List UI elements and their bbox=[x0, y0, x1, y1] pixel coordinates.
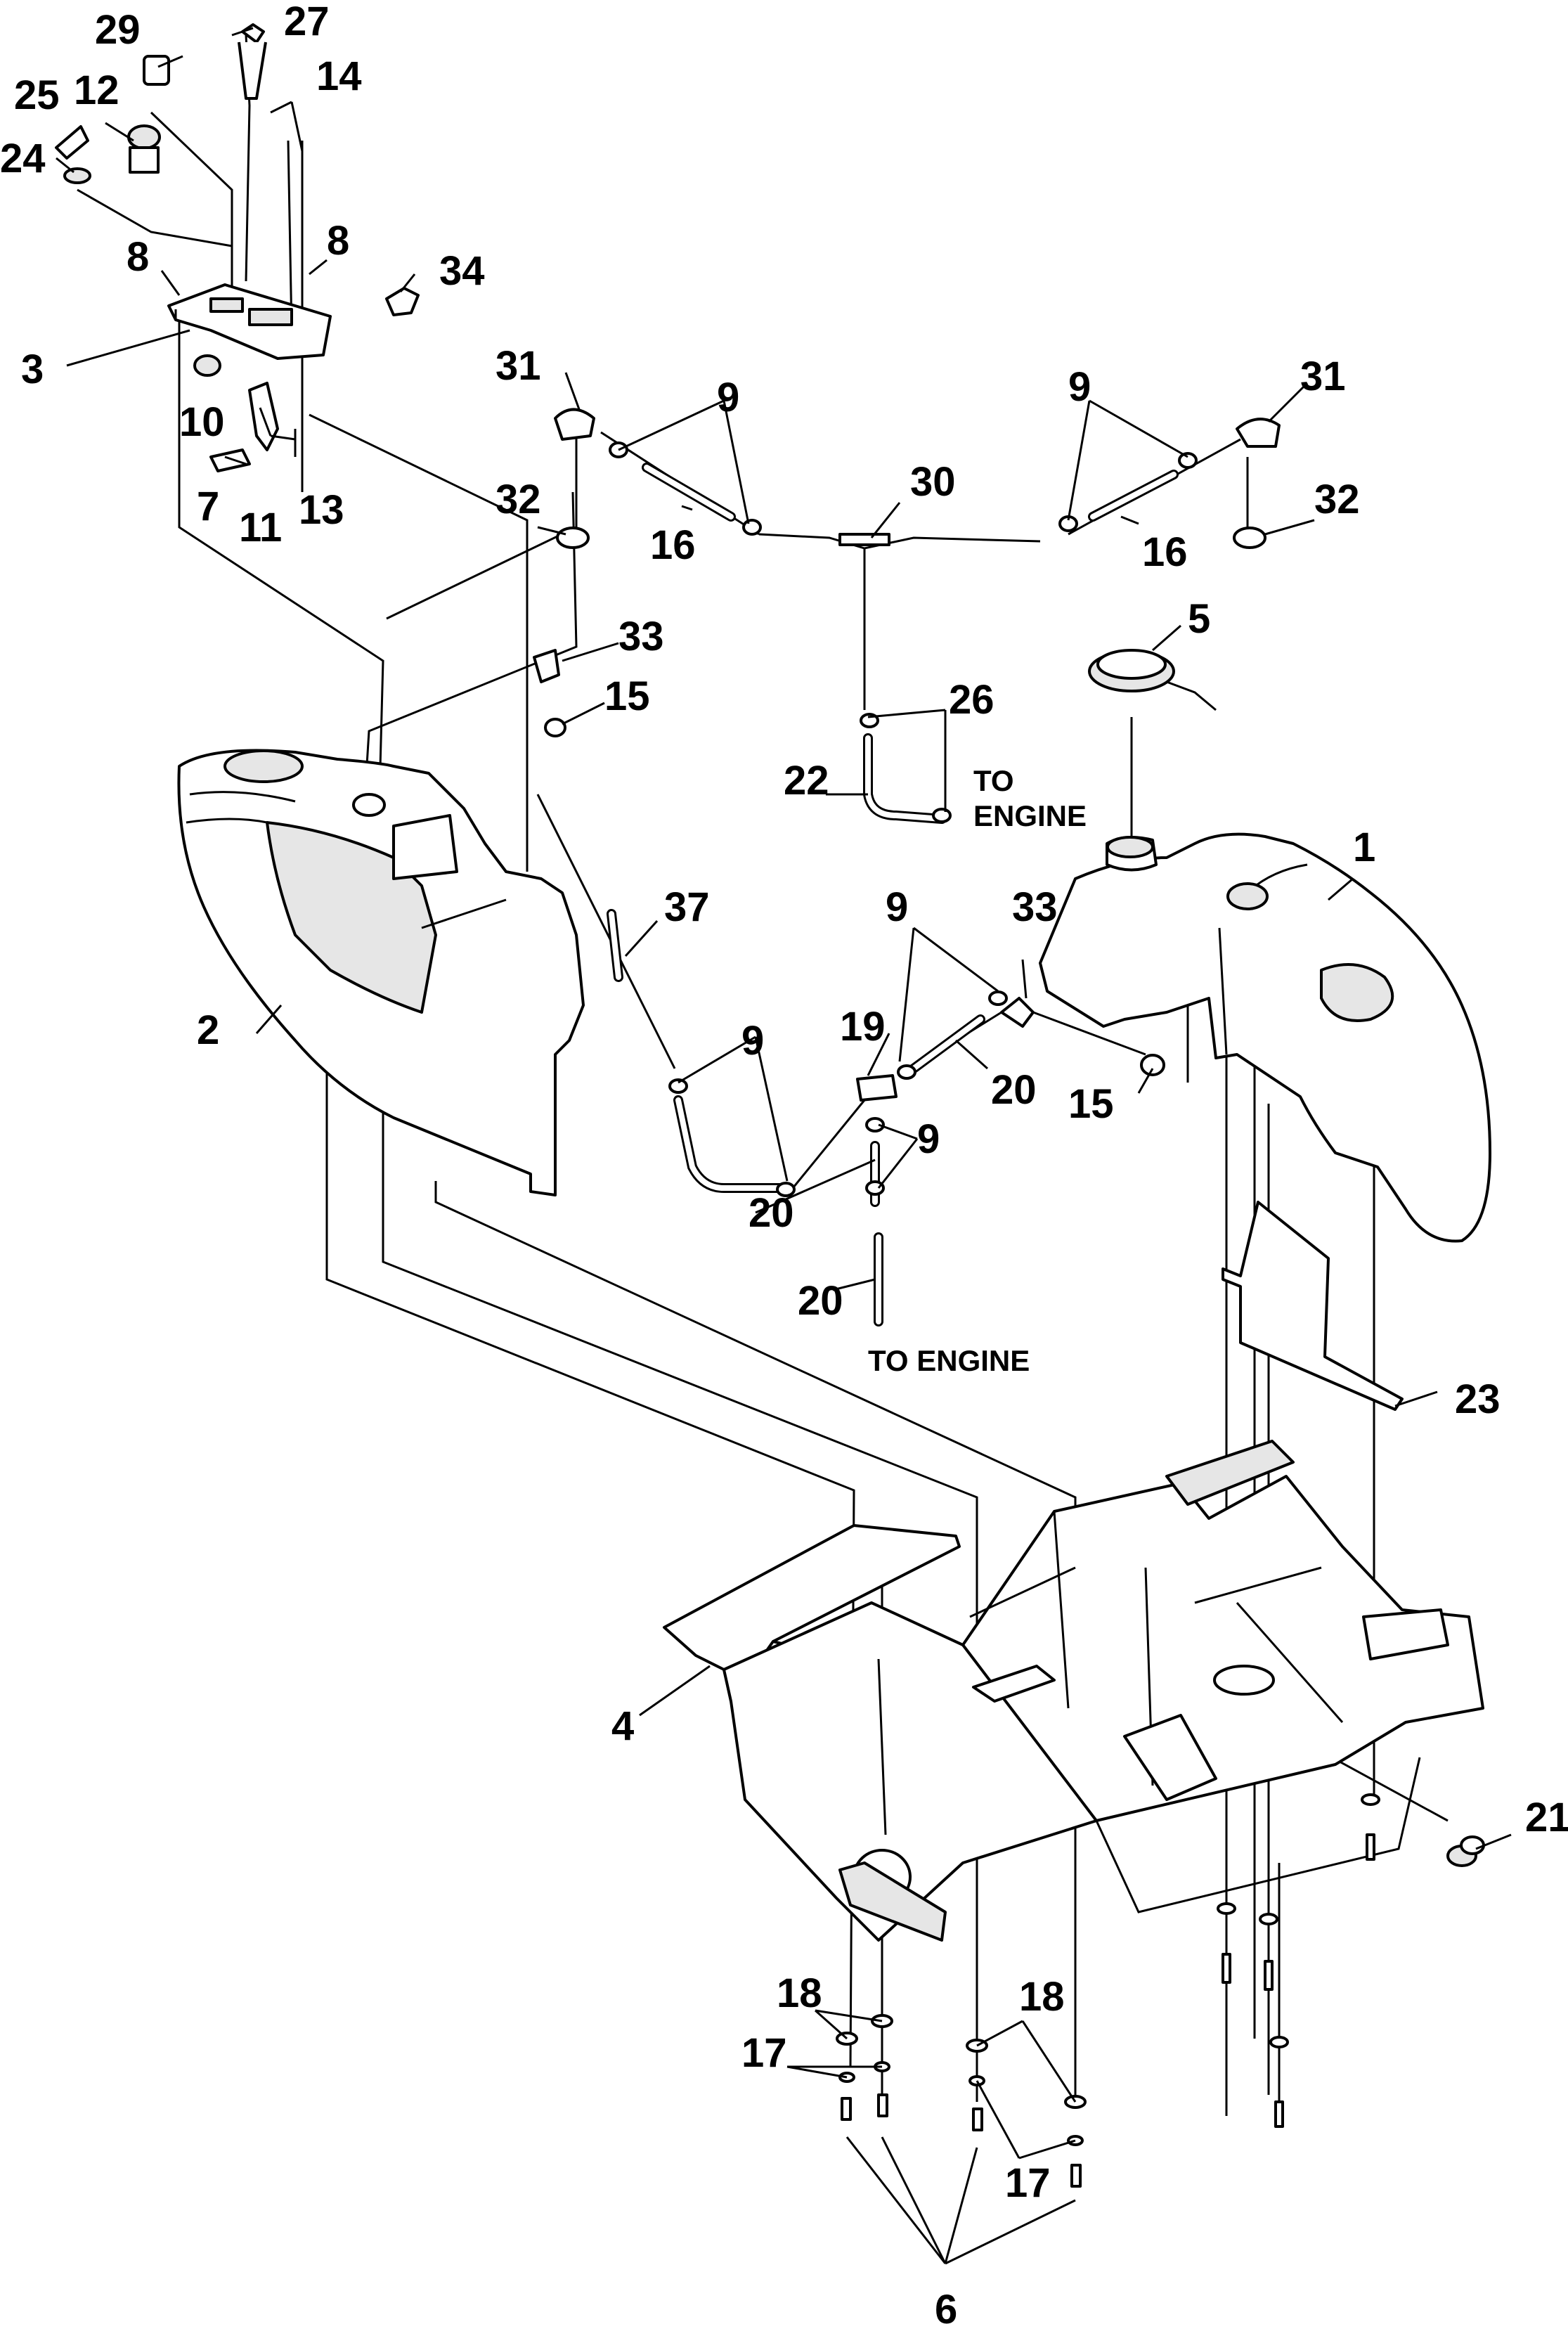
callout-11: 11 bbox=[239, 505, 282, 550]
note-to-engine-bottom: TO ENGINE bbox=[868, 1344, 1030, 1377]
callout-16-left: 16 bbox=[650, 522, 696, 568]
switch-knob bbox=[143, 23, 267, 100]
callout-16-right: 16 bbox=[1142, 529, 1188, 575]
callout-26: 26 bbox=[949, 677, 994, 723]
callout-25: 25 bbox=[14, 72, 60, 118]
callout-14: 14 bbox=[316, 53, 362, 99]
callout-17-right: 17 bbox=[1005, 2160, 1051, 2206]
callout-9-mid-right: 9 bbox=[917, 1116, 940, 1162]
callout-34: 34 bbox=[439, 248, 485, 294]
callout-24: 24 bbox=[0, 136, 46, 181]
callout-18-right: 18 bbox=[1019, 1974, 1065, 2020]
vent-to-engine bbox=[860, 713, 952, 824]
leader-lines bbox=[56, 27, 1512, 2265]
callout-6: 6 bbox=[935, 2287, 957, 2332]
callout-32-left: 32 bbox=[495, 477, 541, 522]
callout-31-left: 31 bbox=[495, 343, 541, 389]
note-to-engine-top-2: ENGINE bbox=[973, 799, 1087, 832]
callout-29: 29 bbox=[95, 7, 141, 53]
callout-9-top-left: 9 bbox=[717, 375, 739, 420]
heat-shield bbox=[1222, 1201, 1404, 1411]
callout-18-left: 18 bbox=[777, 1970, 822, 2016]
callout-15-top: 15 bbox=[604, 673, 650, 719]
callout-9-mid-top: 9 bbox=[886, 884, 908, 930]
frame bbox=[663, 1440, 1484, 1942]
keys bbox=[55, 125, 91, 184]
fuel-cap bbox=[1088, 649, 1217, 711]
callout-1: 1 bbox=[1353, 825, 1375, 870]
callout-2: 2 bbox=[197, 1007, 219, 1053]
callout-4: 4 bbox=[611, 1703, 634, 1749]
note-to-engine-top-1: TO bbox=[973, 764, 1014, 797]
callout-19: 19 bbox=[840, 1004, 886, 1050]
key-switch bbox=[127, 124, 161, 174]
engine-notes: TO ENGINE TO ENGINE bbox=[868, 764, 1087, 1377]
callout-37: 37 bbox=[664, 884, 710, 930]
fuel-lines bbox=[533, 649, 1165, 1327]
callout-5: 5 bbox=[1188, 596, 1210, 642]
hour-meter bbox=[385, 287, 420, 316]
callout-9-mid-left: 9 bbox=[741, 1018, 764, 1064]
callout-21: 21 bbox=[1525, 1795, 1568, 1840]
callout-12: 12 bbox=[74, 67, 119, 113]
callout-32-right: 32 bbox=[1314, 477, 1360, 522]
vent-system bbox=[554, 408, 1281, 550]
callout-13: 13 bbox=[299, 487, 344, 533]
callout-3: 3 bbox=[21, 347, 44, 392]
callout-20-left: 20 bbox=[749, 1190, 794, 1236]
callout-33-right: 33 bbox=[1012, 884, 1058, 930]
callout-20-bottom: 20 bbox=[798, 1278, 843, 1324]
callout-7: 7 bbox=[197, 484, 219, 529]
control-panel bbox=[167, 283, 332, 360]
callout-15-right: 15 bbox=[1068, 1081, 1114, 1127]
fuel-tank-left bbox=[177, 749, 585, 1196]
fuel-tank-right bbox=[1039, 832, 1491, 1243]
callout-17-left: 17 bbox=[741, 2030, 787, 2076]
callout-20-right: 20 bbox=[991, 1067, 1037, 1113]
fuel-valve bbox=[1446, 1835, 1485, 1867]
callout-10: 10 bbox=[179, 399, 225, 445]
callout-22: 22 bbox=[784, 758, 829, 803]
callout-33-left: 33 bbox=[618, 614, 664, 659]
callout-8-right: 8 bbox=[327, 218, 349, 264]
callout-30: 30 bbox=[910, 459, 956, 505]
callout-8-left: 8 bbox=[127, 234, 149, 280]
callout-9-top-right: 9 bbox=[1068, 364, 1091, 410]
callout-27: 27 bbox=[284, 0, 330, 44]
callout-31-right: 31 bbox=[1300, 354, 1346, 399]
callout-23: 23 bbox=[1455, 1376, 1501, 1422]
